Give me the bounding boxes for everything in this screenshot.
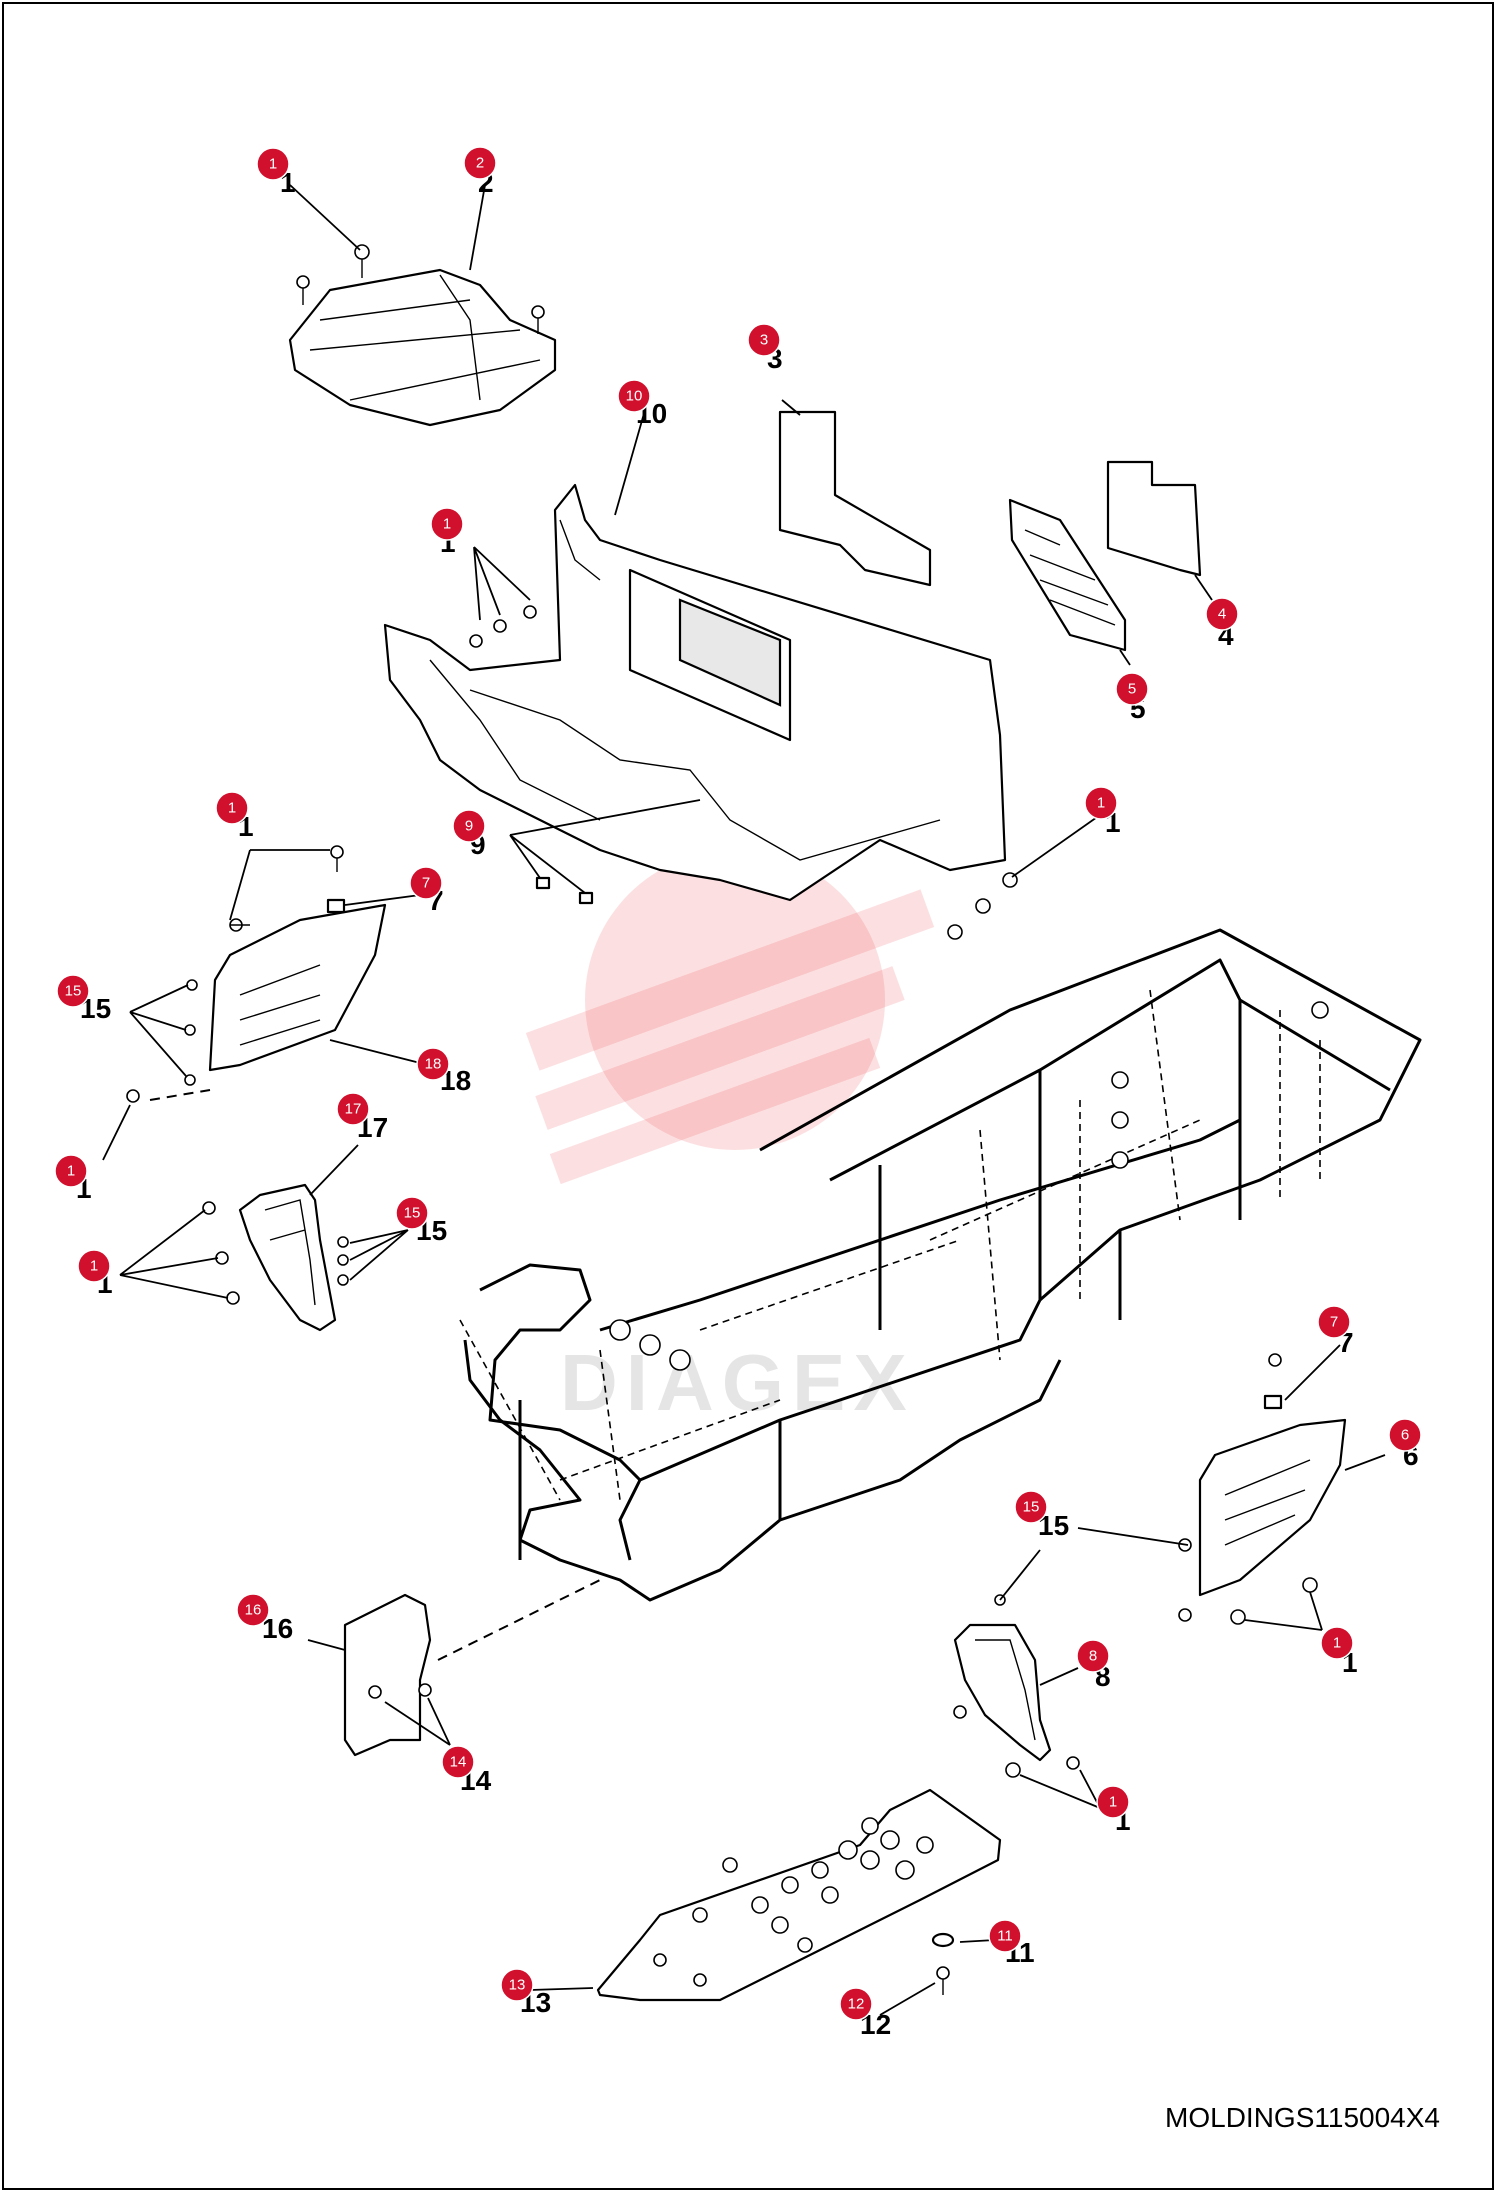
chassis-frame	[459, 928, 1422, 1602]
svg-text:16: 16	[245, 1602, 262, 1619]
part-6-right-panel	[1198, 1418, 1347, 1597]
callout-4[interactable]: 44	[1205, 597, 1239, 651]
part-3-sheet	[778, 410, 932, 587]
svg-text:7: 7	[1330, 1314, 1338, 1331]
svg-text:8: 8	[1089, 1648, 1097, 1665]
part-11-12-hardware	[931, 1932, 955, 1995]
svg-text:5: 5	[1128, 681, 1136, 698]
svg-text:15: 15	[65, 983, 82, 1000]
drawing-code: MOLDINGS115004X4	[1165, 2102, 1440, 2133]
part-17-left-bracket	[238, 1183, 337, 1332]
svg-text:1: 1	[269, 156, 277, 173]
fasteners	[126, 845, 1318, 1778]
callout-7-a[interactable]: 77	[409, 866, 444, 916]
svg-text:4: 4	[1218, 606, 1226, 623]
svg-text:1: 1	[228, 800, 236, 817]
svg-text:1: 1	[1109, 1794, 1117, 1811]
svg-text:7: 7	[422, 875, 430, 892]
callout-9[interactable]: 99	[452, 809, 486, 860]
callout-1-h[interactable]: 11	[1096, 1785, 1131, 1836]
svg-text:6: 6	[1401, 1427, 1409, 1444]
svg-text:2: 2	[476, 155, 484, 172]
part-8-right-bracket	[953, 1623, 1052, 1762]
part-2-top-cover	[288, 244, 557, 427]
callout-8[interactable]: 88	[1076, 1639, 1111, 1692]
svg-text:17: 17	[345, 1101, 362, 1118]
svg-text:15: 15	[404, 1205, 421, 1222]
callout-2[interactable]: 22	[463, 146, 497, 198]
svg-text:12: 12	[848, 1996, 865, 2013]
svg-text:18: 18	[425, 1056, 442, 1073]
svg-text:1: 1	[67, 1163, 75, 1180]
leader-lines	[102, 184, 1386, 2016]
svg-text:1: 1	[1333, 1635, 1341, 1652]
svg-text:11: 11	[997, 1928, 1013, 1945]
part-16-plate	[343, 1593, 432, 1757]
watermark-logo: DIAGEX	[525, 850, 935, 1427]
svg-text:15: 15	[1023, 1499, 1040, 1516]
callout-1-e[interactable]: 11	[54, 1154, 92, 1204]
part-18-left-panel	[208, 898, 387, 1072]
callout-1-g[interactable]: 11	[1320, 1626, 1358, 1678]
part-4-sheet	[1106, 460, 1202, 577]
callout-7-b[interactable]: 77	[1317, 1305, 1354, 1358]
callout-6[interactable]: 66	[1388, 1418, 1422, 1471]
part-10-dash-panel	[383, 483, 1007, 902]
svg-text:14: 14	[450, 1754, 467, 1771]
svg-text:10: 10	[626, 388, 643, 405]
svg-text:3: 3	[760, 332, 768, 349]
svg-text:9: 9	[465, 818, 473, 835]
callout-1[interactable]: 11	[256, 147, 296, 198]
svg-text:1: 1	[1097, 795, 1105, 812]
svg-text:1: 1	[90, 1258, 98, 1275]
part-9-clips	[535, 876, 594, 905]
callout-1-f[interactable]: 11	[77, 1249, 113, 1299]
callout-1-c[interactable]: 11	[1084, 786, 1121, 838]
callout-5[interactable]: 55	[1115, 672, 1149, 724]
part-5-vent-grille	[1008, 498, 1127, 652]
callout-3[interactable]: 33	[747, 323, 783, 374]
svg-text:1: 1	[443, 516, 451, 533]
svg-text:13: 13	[509, 1977, 526, 1994]
callout-1-d[interactable]: 11	[215, 791, 254, 842]
callout-1-b[interactable]: 11	[430, 507, 464, 558]
watermark-text: DIAGEX	[560, 1338, 915, 1427]
part-13-floor-plate	[596, 1788, 1002, 2002]
